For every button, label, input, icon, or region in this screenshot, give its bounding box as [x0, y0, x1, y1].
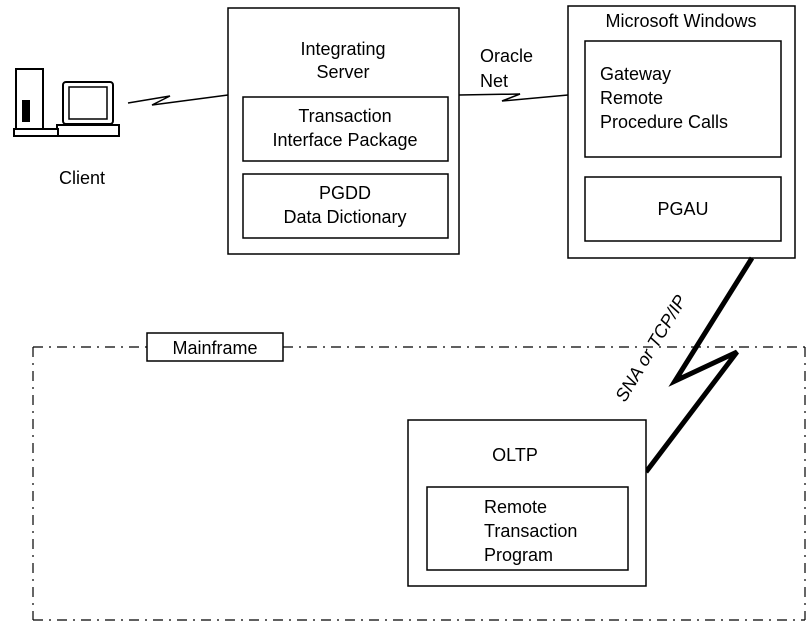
pgdd-box: [242, 173, 449, 239]
remote-transaction-program-box: [426, 486, 629, 571]
integrating-server-title-line1: Integrating: [300, 39, 385, 59]
sna-tcpip-label: SNA or TCP/IP: [611, 292, 690, 405]
windows-box: Microsoft Windows Gateway Remote Procedu…: [567, 5, 796, 259]
integrating-server-box: Integrating Server Transaction Interface…: [227, 7, 460, 255]
tip-line1: Transaction: [298, 106, 391, 126]
gateway-rpc-box: [584, 40, 782, 158]
grpc-line2: Remote: [600, 88, 663, 108]
grpc-line3: Procedure Calls: [600, 112, 728, 132]
grpc-line1: Gateway: [600, 64, 671, 84]
rtp-line3: Program: [484, 545, 553, 565]
oracle-net-line1: Oracle: [480, 46, 533, 66]
pgdd-line1: PGDD: [319, 183, 371, 203]
client-label: Client: [59, 168, 105, 188]
rtp-line2: Transaction: [484, 521, 577, 541]
oracle-net-line2: Net: [480, 71, 508, 91]
mainframe-label-box: [146, 332, 284, 362]
mainframe-title: Mainframe: [172, 338, 257, 358]
pgau-box: [584, 176, 782, 242]
tip-line2: Interface Package: [272, 130, 417, 150]
oracle-net-connection: [458, 93, 569, 102]
mainframe-region: Mainframe: [32, 332, 806, 621]
windows-title: Microsoft Windows: [605, 11, 756, 31]
oltp-title: OLTP: [492, 445, 538, 465]
client-server-connection: [127, 94, 229, 106]
transaction-interface-package-box: [242, 96, 449, 162]
sna-tcpip-connection: [644, 256, 755, 474]
client-computer-icon: [13, 68, 120, 137]
oltp-box: OLTP Remote Transaction Program: [407, 419, 647, 587]
rtp-line1: Remote: [484, 497, 547, 517]
integrating-server-title-line2: Server: [316, 62, 369, 82]
pgau-label: PGAU: [657, 199, 708, 219]
pgdd-line2: Data Dictionary: [283, 207, 406, 227]
